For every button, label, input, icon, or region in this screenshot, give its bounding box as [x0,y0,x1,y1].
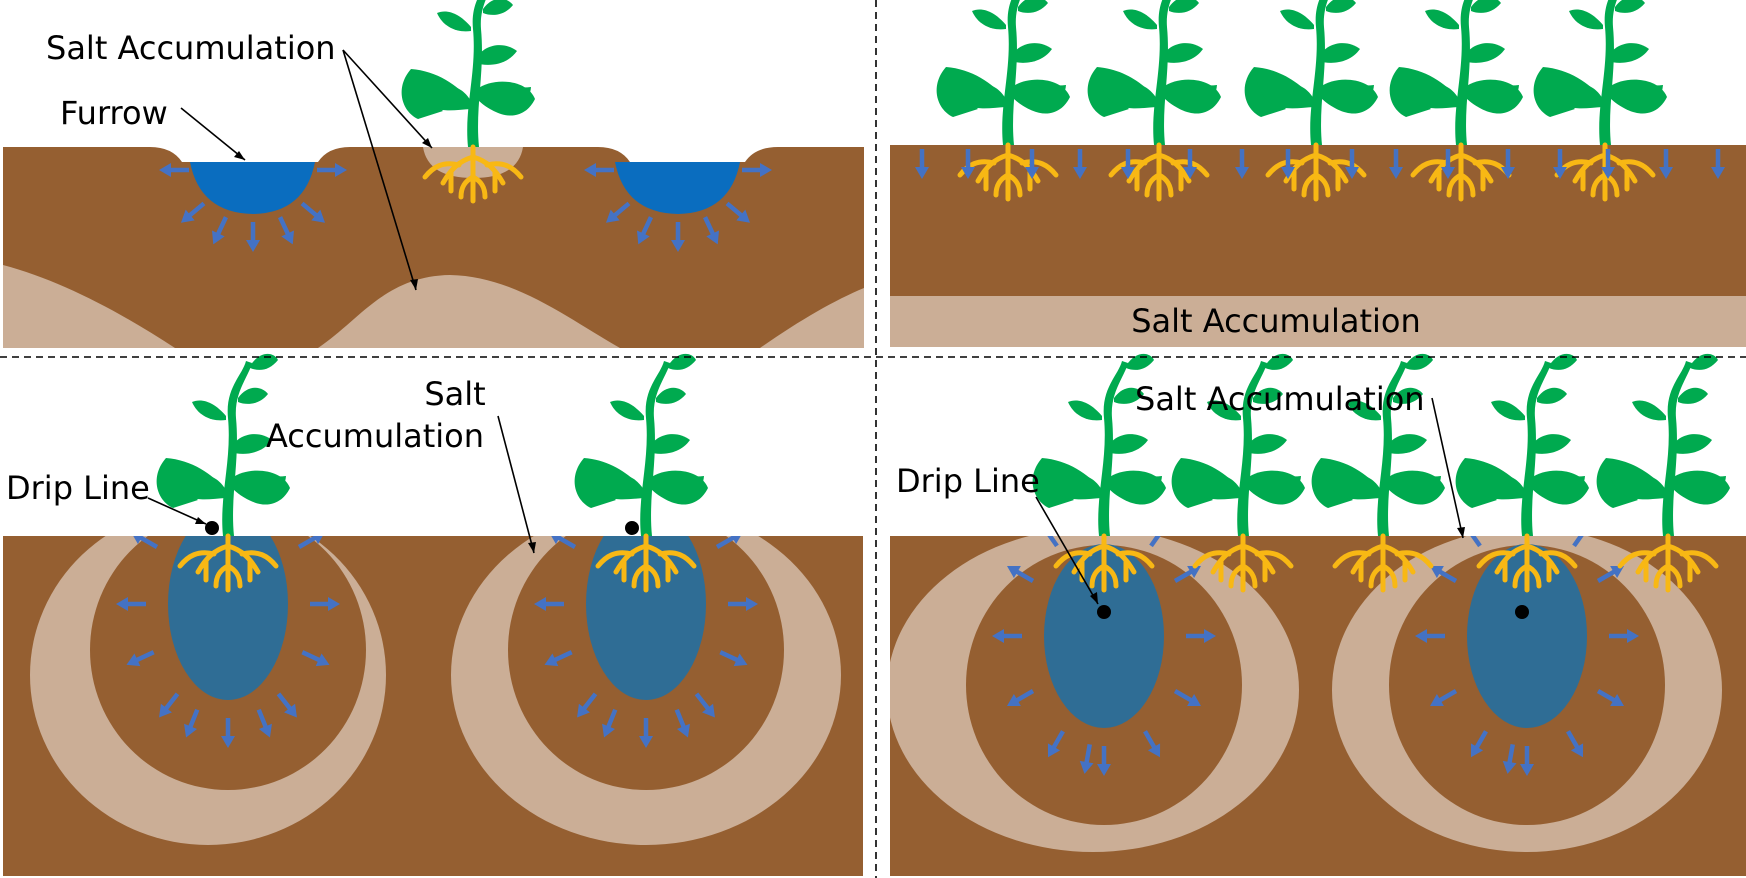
salt-label-line1: Salt [424,375,485,413]
wet-bulb-right [586,536,706,700]
panel-subsurface-drip [890,536,1746,876]
furrow-label: Furrow [60,94,168,132]
furrow-water-left [190,162,315,214]
salt-layer-lower [3,265,175,348]
drip-emitter-left [1097,605,1111,619]
salt-accumulation-label: Salt Accumulation [1135,380,1425,418]
panel-sprinkler-irrigation: Salt Accumulation [890,0,1746,347]
wet-bulb-left [1044,544,1164,728]
label-pointers [180,49,433,291]
furrow-water-right [615,162,740,214]
drip-line-label: Drip Line [896,462,1040,500]
panel-furrow-irrigation: Salt Accumulation Furrow [3,0,864,348]
wet-bulb-right [1467,544,1587,728]
drip-emitter-right [625,521,639,535]
salt-label-line2: Accumulation [266,417,484,455]
wet-bulb-left [168,536,288,700]
salt-accumulation-label: Salt Accumulation [1131,302,1421,340]
salt-mound [318,275,620,348]
label-pointers [147,415,536,554]
panel-subsurface-drip-overlay: Salt Accumulation Drip Line [896,354,1730,619]
salt-layer-right [760,288,864,348]
salt-layer-bottom [890,296,1746,347]
drip-emitter-right [1515,605,1529,619]
panel-surface-drip-overlay: Drip Line Salt Accumulation [6,354,708,590]
drip-emitter-left [205,521,219,535]
salt-accumulation-label: Salt Accumulation [46,29,336,67]
label-pointers [1035,397,1465,605]
panel-surface-drip [3,536,863,876]
drip-line-label: Drip Line [6,469,150,507]
